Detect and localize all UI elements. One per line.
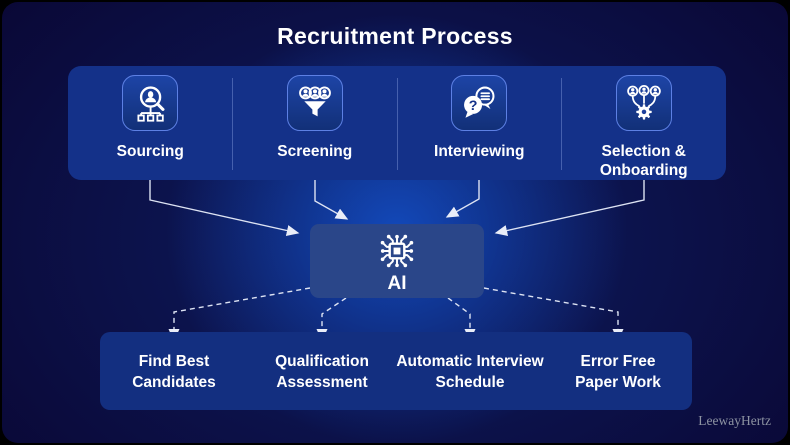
outcome-error-free-paper-work: Error Free Paper Work xyxy=(575,353,661,391)
screening-icon-tile xyxy=(286,75,343,131)
interviewing-icon-tile: ? xyxy=(451,75,508,131)
ai-node: AI xyxy=(310,224,484,298)
arrow-sourcing-to-ai xyxy=(149,180,300,237)
page-title: Recruitment Process xyxy=(277,23,513,49)
process-steps-bar: Sourcing Scre xyxy=(68,66,726,180)
step-label: Selection & Onboarding xyxy=(599,143,688,179)
outcomes-bar: Find Best Candidates Qualification Asses… xyxy=(100,332,692,410)
leewayhertz-watermark: LeewayHertz xyxy=(698,413,771,428)
divider xyxy=(397,78,398,170)
arrow-screening-to-ai xyxy=(314,180,349,220)
step-label: Screening xyxy=(277,143,353,160)
step-selection-onboarding: Selection & Onboarding xyxy=(562,66,727,180)
ai-label: AI xyxy=(387,272,407,294)
svg-text:?: ? xyxy=(469,98,478,114)
people-gear-icon xyxy=(626,85,661,120)
outcome-automatic-interview-schedule: Automatic Interview Schedule xyxy=(396,353,544,391)
people-funnel-icon xyxy=(298,86,331,117)
outcome-find-best-candidates: Find Best Candidates xyxy=(132,353,216,391)
magnifier-person-orgchart-icon xyxy=(137,86,165,122)
step-sourcing: Sourcing xyxy=(68,66,233,180)
arrow-selection-to-ai xyxy=(494,180,645,237)
divider xyxy=(232,78,233,170)
sourcing-icon-tile xyxy=(122,75,179,131)
step-label: Interviewing xyxy=(434,143,525,160)
step-label: Sourcing xyxy=(116,143,184,160)
outcome-qualification-assessment: Qualification Assessment xyxy=(275,353,369,391)
step-interviewing: ? Interviewing xyxy=(397,66,562,180)
chat-question-icon: ? xyxy=(464,86,495,118)
arrow-interviewing-to-ai xyxy=(445,180,480,218)
selection-icon-tile xyxy=(615,75,672,131)
divider xyxy=(561,78,562,170)
step-screening: Screening xyxy=(233,66,398,180)
ai-chip-icon xyxy=(380,234,414,267)
